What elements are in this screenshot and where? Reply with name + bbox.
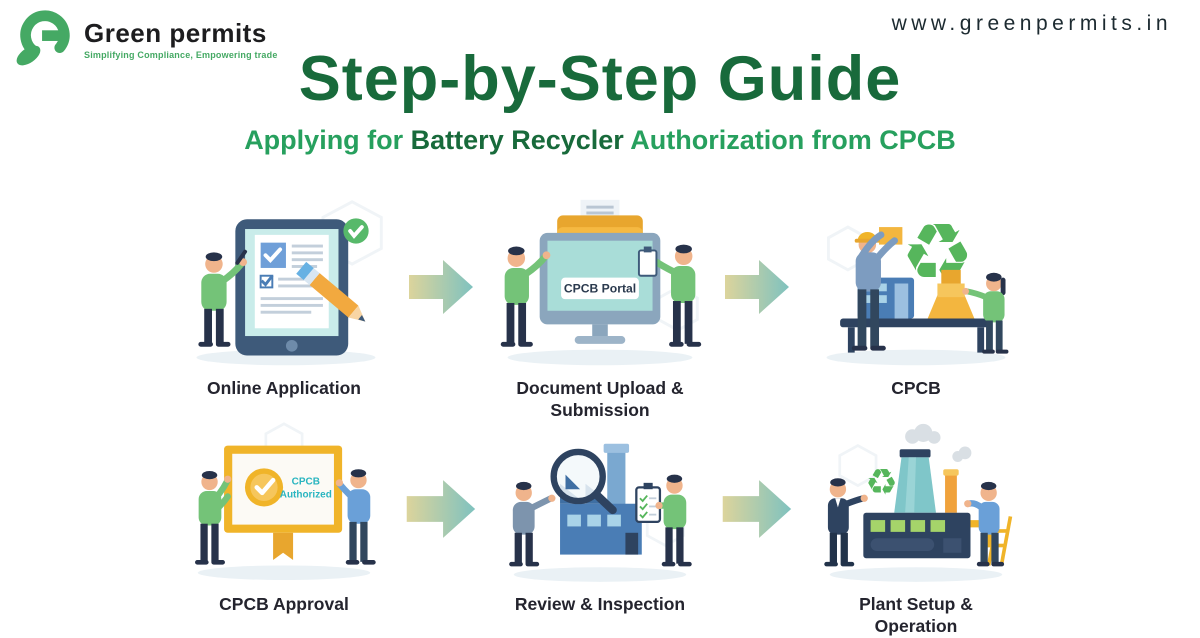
- step-label: Plant Setup & Operation: [859, 593, 973, 636]
- badge-line2-text: Authorized: [280, 489, 332, 500]
- flow-row-1: Online Application: [0, 194, 1200, 422]
- step-label: Online Application: [207, 378, 361, 398]
- step-document-upload: CPCB Portal: [481, 194, 719, 422]
- badge-line1-text: CPCB: [292, 476, 320, 487]
- tablet-checklist-illustration: [196, 200, 383, 366]
- page-subtitle: Applying for Battery Recycler Authorizat…: [0, 125, 1200, 156]
- cpcb-portal-screen-text: CPCB Portal: [564, 281, 636, 295]
- steps-flow: Online Application: [0, 194, 1200, 638]
- upload-portal-illustration: CPCB Portal: [500, 199, 702, 366]
- website-url: www.greenpermits.in: [891, 12, 1172, 35]
- page-title: Step-by-Step Guide: [298, 44, 902, 114]
- subtitle-suffix: Authorization from CPCB: [623, 125, 956, 155]
- plant-operation-illustration: ♻: [824, 423, 1013, 582]
- brand-logo: Green permits Simplifying Compliance, Em…: [12, 8, 278, 72]
- flow-arrow-cell: [719, 258, 797, 316]
- flow-arrow-cell: [403, 258, 481, 316]
- flow-row-2: CPCB Authorized: [0, 422, 1200, 638]
- brand-name: Green permits: [84, 18, 267, 49]
- step-plant-setup: ♻: [797, 422, 1035, 638]
- green-permits-logo-icon: [16, 10, 70, 66]
- certificate-illustration: CPCB Authorized: [195, 422, 376, 580]
- subtitle-prefix: Applying for: [244, 125, 411, 155]
- step-cpcb: ♻: [797, 194, 1035, 400]
- flow-arrow-cell: [403, 478, 481, 540]
- flow-arrow-cell: [719, 478, 797, 540]
- step-online-application: Online Application: [165, 194, 403, 400]
- recycle-symbol-icon: ♻: [865, 460, 898, 503]
- right-arrow-icon: [725, 260, 789, 314]
- recycling-handover-illustration: ♻: [826, 207, 1009, 366]
- factory-inspection-illustration: [509, 443, 692, 582]
- step-label: CPCB: [891, 378, 941, 398]
- header: Green permits Simplifying Compliance, Em…: [0, 0, 1200, 184]
- step-label: CPCB Approval: [219, 593, 349, 614]
- step-label: Review & Inspection: [514, 593, 686, 614]
- step-review-inspection: Review & Inspection: [481, 422, 719, 616]
- step-label: Document Upload & Submission: [516, 378, 684, 420]
- step-cpcb-approval: CPCB Authorized: [165, 422, 403, 616]
- brand-tagline: Simplifying Compliance, Empowering trade: [84, 49, 278, 60]
- subtitle-highlight: Battery Recycler: [410, 125, 624, 155]
- right-arrow-icon: [722, 479, 792, 538]
- right-arrow-icon: [409, 260, 473, 314]
- right-arrow-icon: [406, 479, 476, 538]
